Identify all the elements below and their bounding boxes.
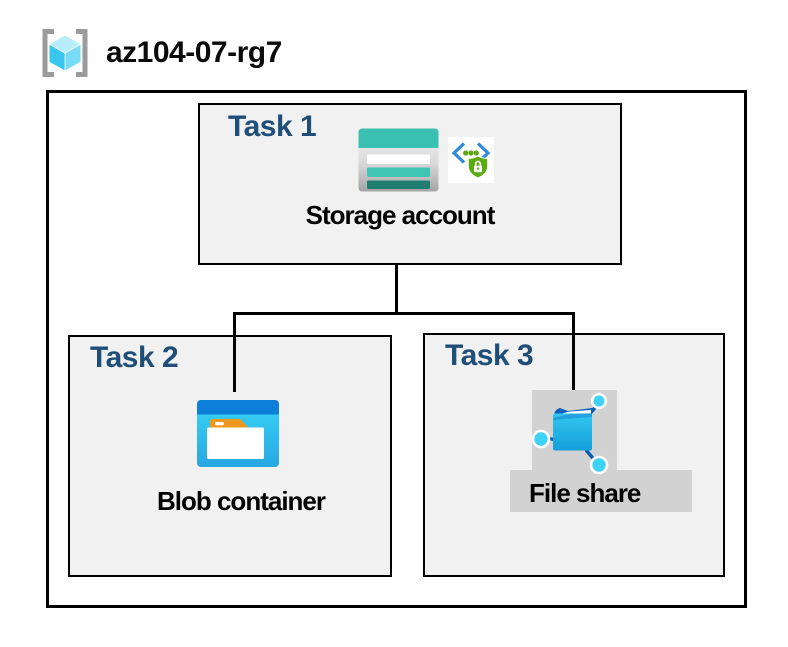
storage-account-icon bbox=[358, 128, 439, 192]
task3-label: Task 3 bbox=[445, 339, 534, 372]
file-share-icon bbox=[531, 392, 609, 475]
task1-box: Task 1 bbox=[198, 103, 622, 265]
file-share-label: File share bbox=[529, 478, 641, 508]
secure-endpoint-icon bbox=[448, 137, 494, 183]
connector-task1-down bbox=[395, 263, 398, 314]
connector-task3-down bbox=[572, 312, 575, 390]
file-share-label-highlight bbox=[510, 470, 692, 512]
storage-account-label: Storage account bbox=[305, 200, 496, 230]
resource-group-title: az104-07-rg7 bbox=[106, 36, 282, 69]
task1-label: Task 1 bbox=[228, 110, 317, 143]
resource-group-icon bbox=[42, 29, 88, 77]
blob-container-icon bbox=[197, 400, 279, 467]
blob-container-label: Blob container bbox=[156, 486, 326, 516]
connector-task2-down bbox=[233, 312, 236, 392]
connector-horizontal bbox=[233, 312, 575, 315]
task2-box: Task 2 Blob container bbox=[68, 335, 392, 577]
task2-label: Task 2 bbox=[90, 341, 179, 374]
